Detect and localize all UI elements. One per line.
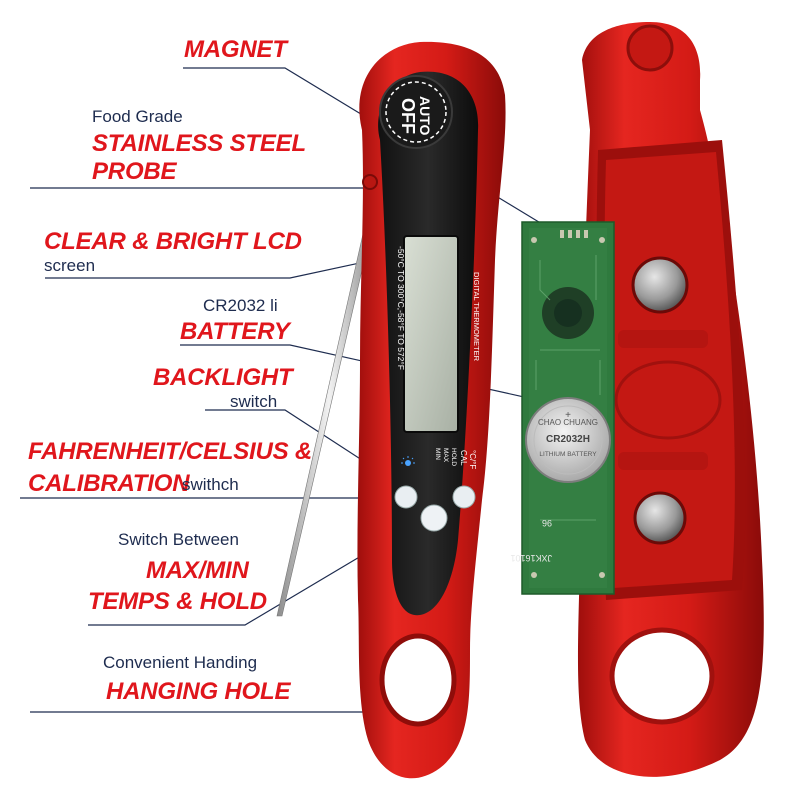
min-label: MIN — [434, 448, 441, 460]
battery-type: LITHIUM BATTERY — [539, 451, 597, 458]
probe-title-line2: PROBE — [92, 158, 177, 185]
auto-label: AUTO — [417, 96, 433, 136]
maxmin-title-line1: MAX/MIN — [146, 557, 249, 584]
thermometer-body: AUTO OFF DIGITAL THERMOMETER -50°C TO 30… — [357, 41, 506, 779]
svg-text:+: + — [565, 410, 571, 421]
magnet-bottom — [633, 491, 687, 545]
unit-calibration-button[interactable] — [452, 485, 476, 509]
board-code: JXK16101 — [510, 553, 552, 563]
probe-title-line1: STAINLESS STEEL — [92, 130, 306, 157]
probe-subtitle: Food Grade — [92, 107, 183, 126]
battery-model: CR2032H — [546, 434, 590, 445]
backlight-button[interactable] — [394, 485, 418, 509]
battery-subtitle: CR2032 li — [203, 296, 278, 315]
cal-label: CAL — [459, 450, 468, 466]
lcd-screen — [403, 235, 459, 433]
auto-off-dial — [379, 75, 453, 149]
max-label: MAX — [442, 448, 449, 463]
magnet-title: MAGNET — [184, 36, 287, 63]
circuit-board: CHAO CHUANG + CR2032H LITHIUM BATTERY JX… — [510, 221, 615, 595]
lcd-subtitle: screen — [44, 256, 96, 275]
hanging-hole-right — [609, 627, 715, 725]
board-number: 96 — [542, 518, 552, 528]
max-min-hold-button[interactable] — [420, 504, 448, 532]
backlight-icon — [401, 456, 415, 466]
hole-subtitle: Convenient Handing — [103, 653, 258, 672]
backlight-subtitle: switch — [230, 392, 278, 411]
model-text: DIGITAL THERMOMETER — [472, 272, 481, 362]
fc-title-line1: FAHRENHEIT/CELSIUS & — [28, 438, 313, 465]
maxmin-title-line2: TEMPS & HOLD — [88, 588, 267, 615]
lcd-title: CLEAR & BRIGHT LCD — [44, 228, 302, 255]
off-label: OFF — [398, 98, 418, 134]
fc-subtitle: swithch — [182, 475, 239, 494]
magnet-top — [631, 256, 689, 314]
unit-label: °C/°F — [468, 450, 477, 469]
backlight-title: BACKLIGHT — [153, 364, 293, 391]
coin-battery — [525, 397, 611, 483]
battery-brand: CHAO CHUANG — [538, 418, 598, 427]
maxmin-subtitle: Switch Between — [118, 530, 239, 549]
open-housing — [577, 22, 764, 777]
hole-title: HANGING HOLE — [106, 678, 291, 705]
battery-title: BATTERY — [180, 318, 290, 345]
hold-label: HOLD — [450, 448, 457, 466]
range-text: -50°C TO 300°C,-58°F TO 572°F — [396, 246, 406, 370]
fc-title-line2: CALIBRATION — [28, 470, 190, 497]
hanging-hole — [379, 633, 457, 727]
